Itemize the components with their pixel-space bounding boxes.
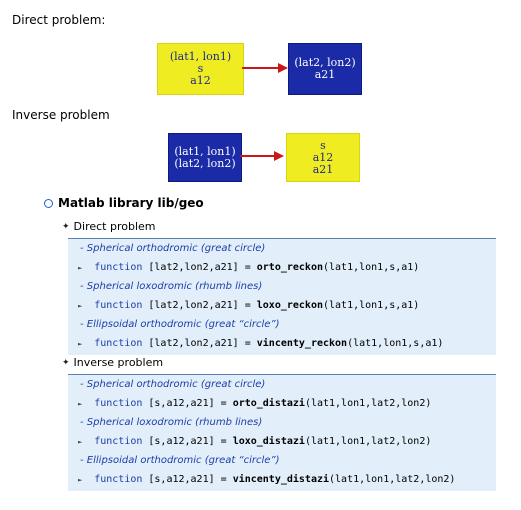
function-description: - Ellipsoidal orthodromic (great “circle… [80,455,280,466]
inverse-output-box: s a12 a21 [286,133,360,182]
section-title-text: Inverse problem [73,356,164,369]
direct-input-line: s [197,62,204,75]
function-description: - Spherical loxodromic (rhumb lines) [80,417,263,428]
inverse-output-line: s [320,138,326,152]
direct-problem-heading: Direct problem: [12,13,106,27]
diamond-bullet-icon: ✦ [62,357,70,368]
function-description: - Ellipsoidal orthodromic (great “circle… [80,319,280,330]
inverse-input-box: (lat1, lon1) (lat2, lon2) [168,133,242,182]
triangle-bullet-icon: ► [78,263,83,272]
function-signature: ► function [s,a12,a21] = orto_distazi(la… [78,398,432,409]
section-title-direct: ✦ Direct problem [62,220,156,233]
direct-output-box: (lat2, lon2) a21 [288,43,362,95]
diamond-bullet-icon: ✦ [62,221,70,232]
function-signature: ► function [lat2,lon2,a21] = vincenty_re… [78,338,444,349]
triangle-bullet-icon: ► [78,339,83,348]
function-signature: ► function [s,a12,a21] = loxo_distazi(la… [78,436,432,447]
library-title-text: Matlab library lib/geo [58,196,204,210]
function-description: - Spherical orthodromic (great circle) [80,379,266,390]
library-title: Matlab library lib/geo [44,196,204,210]
inverse-input-line: (lat2, lon2) [174,156,236,170]
triangle-bullet-icon: ► [78,301,83,310]
direct-arrow [242,63,288,73]
direct-input-line: a12 [190,74,211,87]
triangle-bullet-icon: ► [78,437,83,446]
inverse-arrow [240,151,284,161]
function-signature: ► function [s,a12,a21] = vincenty_distaz… [78,474,456,485]
function-signature: ► function [lat2,lon2,a21] = orto_reckon… [78,262,420,273]
inverse-output-line: a12 [312,150,334,164]
inverse-functions-panel: - Spherical orthodromic (great circle) ►… [68,374,496,491]
inverse-output-line: a21 [312,162,334,176]
section-title-text: Direct problem [73,220,156,233]
section-title-inverse: ✦ Inverse problem [62,356,163,369]
inverse-input-line: (lat1, lon1) [174,144,236,158]
triangle-bullet-icon: ► [78,399,83,408]
function-signature: ► function [lat2,lon2,a21] = loxo_reckon… [78,300,420,311]
circle-bullet-icon [44,198,53,208]
direct-output-line: (lat2, lon2) [294,56,356,69]
direct-input-box: (lat1, lon1) s a12 [157,43,244,95]
direct-input-line: (lat1, lon1) [169,50,232,63]
direct-functions-panel: - Spherical orthodromic (great circle) ►… [68,238,496,355]
inverse-problem-heading: Inverse problem [12,108,110,122]
direct-output-line: a21 [314,68,336,81]
function-description: - Spherical loxodromic (rhumb lines) [80,281,263,292]
triangle-bullet-icon: ► [78,475,83,484]
function-description: - Spherical orthodromic (great circle) [80,243,266,254]
